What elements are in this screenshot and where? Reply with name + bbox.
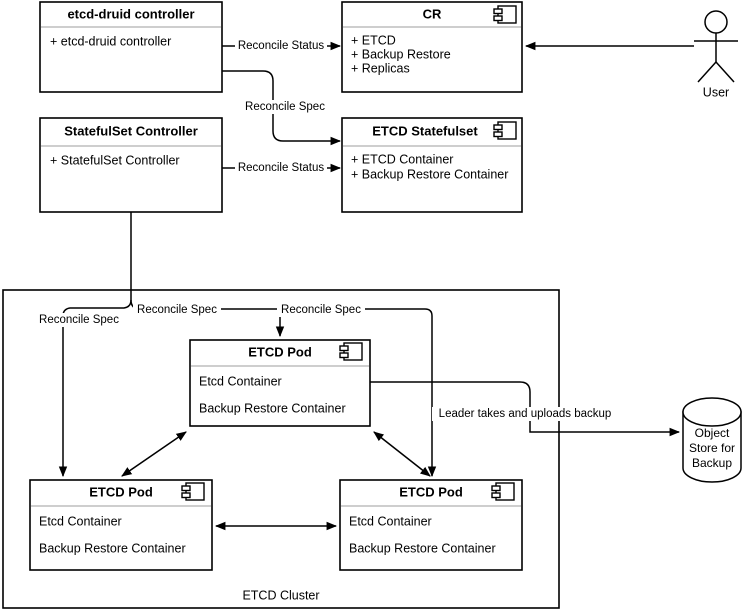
uml-component-icon [491,482,515,501]
actor-user[interactable]: User [694,10,738,99]
cr-attr-1: + Backup Restore [351,47,451,61]
edge-pod-top-pod-left [121,431,187,477]
cr-attr-2: + Replicas [351,61,410,75]
edge-label-reconcile-spec-pod-top: Reconcile Spec [137,304,217,316]
node-etcd-druid-controller[interactable]: etcd-druid controller + etcd-druid contr… [39,1,223,93]
etcd-pod-left-title: ETCD Pod [89,484,153,499]
etcd-statefulset-title: ETCD Statefulset [372,123,478,138]
etcd-druid-controller-attr-0: + etcd-druid controller [50,34,171,48]
etcd-druid-controller-box[interactable] [39,1,223,93]
cr-attr-0: + ETCD [351,33,396,47]
edge-label-reconcile-spec-pod-left: Reconcile Spec [39,314,119,326]
node-object-store[interactable]: Object Store for Backup [682,397,742,483]
actor-leg-left-icon [697,61,717,83]
etcd-druid-controller-title: etcd-druid controller [67,6,194,21]
etcd-pod-right-attr-0: Etcd Container [349,514,432,528]
uml-component-icon [181,482,205,501]
node-etcd-pod-top[interactable]: ETCD Pod Etcd Container Backup Restore C… [189,339,371,427]
cr-title: CR [423,6,442,21]
object-store-top-ellipse [682,397,742,427]
statefulset-controller-attr-0: + StatefulSet Controller [50,153,180,167]
object-store-label-0: Object [695,426,730,440]
edge-trunk-to-pod-left: Reconcile Spec [34,299,132,478]
cluster-label: ETCD Cluster [242,588,319,602]
edge-label-reconcile-status-sts: Reconcile Status [238,162,325,174]
cr-box[interactable] [341,1,523,93]
node-cr[interactable]: CR + ETCD + Backup Restore + Replicas [341,1,523,93]
node-etcd-pod-left[interactable]: ETCD Pod Etcd Container Backup Restore C… [29,479,213,571]
edge-trunk-to-pod-top: Reconcile Spec [130,299,285,338]
edge-label-leader-backup: Leader takes and uploads backup [439,408,612,420]
actor-user-label: User [703,85,729,99]
edge-statefulsetcontroller-to-statefulset: Reconcile Status [222,161,342,175]
etcd-statefulset-attr-0: + ETCD Container [351,152,453,166]
etcd-pod-top-attr-0: Etcd Container [199,374,282,388]
actor-leg-right-icon [715,61,735,83]
etcd-pod-left-attr-0: Etcd Container [39,514,122,528]
uml-component-icon [493,5,517,24]
statefulset-controller-title: StatefulSet Controller [64,123,198,138]
statefulset-controller-box[interactable] [39,117,223,213]
etcd-pod-top-title: ETCD Pod [248,344,312,359]
etcd-statefulset-attr-1: + Backup Restore Container [351,167,508,181]
edge-druid-to-cr: Reconcile Status [222,39,342,53]
edge-label-reconcile-status-cr: Reconcile Status [238,40,325,52]
etcd-pod-top-attr-1: Backup Restore Container [199,401,346,415]
edge-trunk-to-pod-right: Reconcile Spec [277,303,437,478]
edge-pod-top-pod-right [373,431,431,477]
node-etcd-statefulset[interactable]: ETCD Statefulset + ETCD Container + Back… [341,117,523,213]
uml-component-icon [493,121,517,140]
node-statefulset-controller[interactable]: StatefulSet Controller + StatefulSet Con… [39,117,223,213]
etcd-pod-right-attr-1: Backup Restore Container [349,541,496,555]
etcd-statefulset-box[interactable] [341,117,523,213]
etcd-pod-right-title: ETCD Pod [399,484,463,499]
uml-component-icon [339,342,363,361]
edge-label-reconcile-spec-sts: Reconcile Spec [245,101,325,113]
node-etcd-pod-right[interactable]: ETCD Pod Etcd Container Backup Restore C… [339,479,523,571]
edge-druid-to-statefulset: Reconcile Spec [222,70,342,146]
object-store-label-1: Store for [689,441,735,455]
object-store-body [682,411,742,483]
edge-label-reconcile-spec-pod-right: Reconcile Spec [281,304,361,316]
actor-head-icon [704,10,728,34]
object-store-label-2: Backup [692,456,732,470]
edge-pod-to-object-store: Leader takes and uploads backup [370,381,681,437]
etcd-pod-left-attr-1: Backup Restore Container [39,541,186,555]
